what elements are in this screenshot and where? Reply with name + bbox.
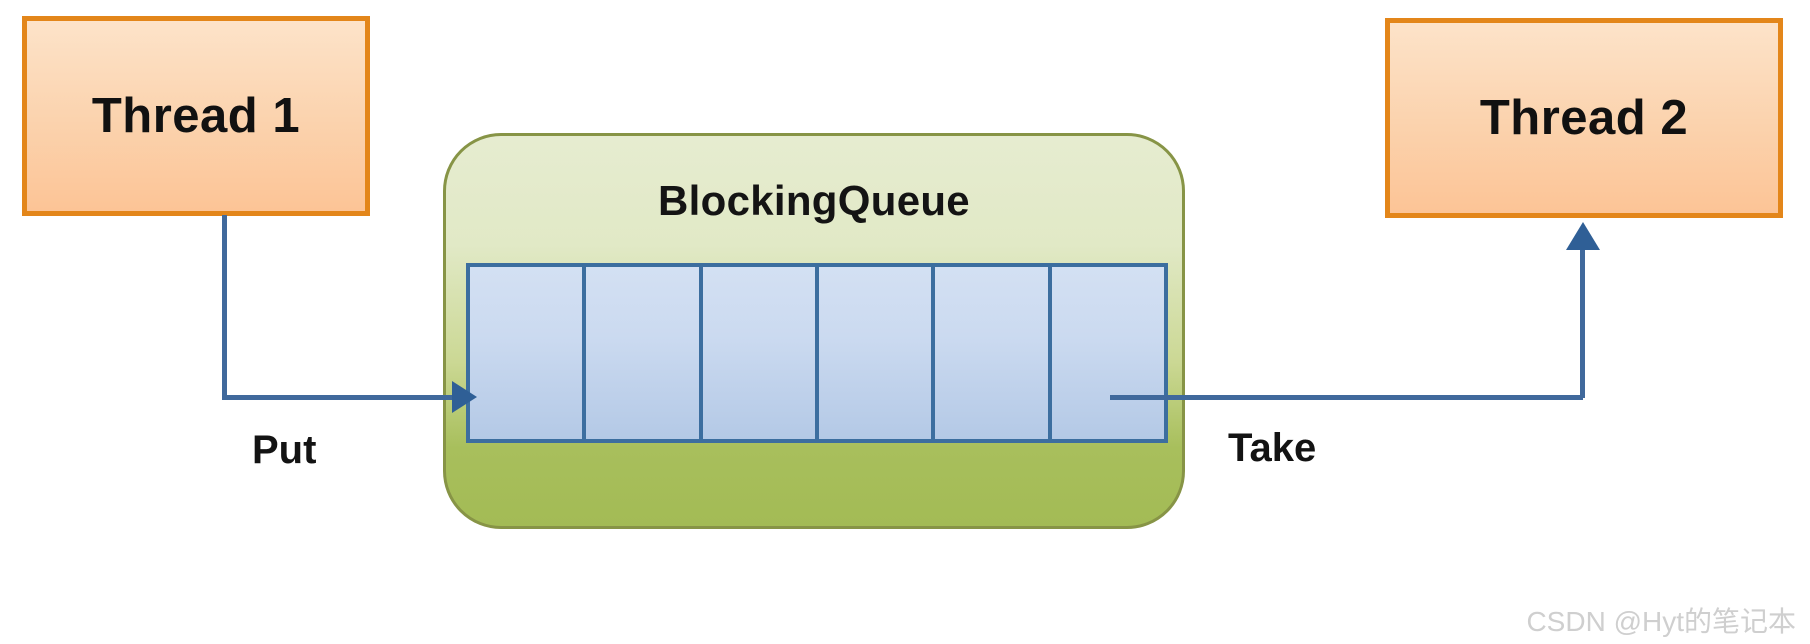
take-connector-vertical xyxy=(1580,248,1585,398)
queue-slot xyxy=(935,267,1052,439)
take-edge-label: Take xyxy=(1228,426,1317,470)
blocking-queue-container: BlockingQueue xyxy=(443,133,1185,529)
put-edge-label: Put xyxy=(252,428,317,472)
queue-slot xyxy=(470,267,587,439)
put-connector-horizontal xyxy=(222,395,468,400)
put-connector-vertical xyxy=(222,215,227,400)
thread-1-label: Thread 1 xyxy=(91,88,301,143)
queue-slot xyxy=(702,267,819,439)
take-arrowhead-icon xyxy=(1566,222,1600,250)
queue-slot xyxy=(586,267,703,439)
thread-2-label: Thread 2 xyxy=(1479,90,1689,145)
thread-1-box: Thread 1 xyxy=(22,16,370,216)
take-connector-horizontal xyxy=(1110,395,1583,400)
queue-slot-list xyxy=(466,263,1168,443)
thread-2-box: Thread 2 xyxy=(1385,18,1783,218)
blocking-queue-title: BlockingQueue xyxy=(658,177,970,224)
put-arrowhead-icon xyxy=(452,381,477,413)
watermark-text: CSDN @Hyt的笔记本 xyxy=(1526,606,1796,637)
queue-slot xyxy=(818,267,936,439)
queue-slot xyxy=(1051,267,1164,439)
